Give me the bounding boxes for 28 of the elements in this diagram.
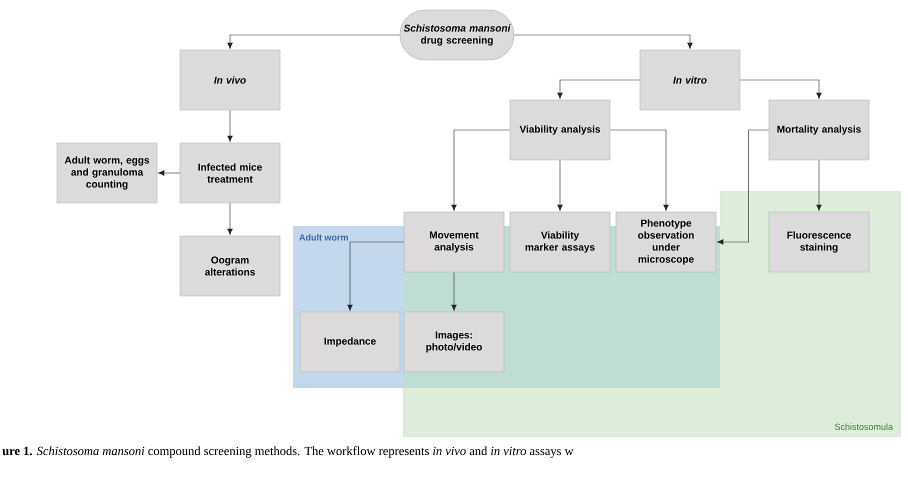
process-box: Infected mice treatment — [180, 142, 280, 204]
arrow — [816, 160, 822, 211]
process-box: Fluorescence staining — [768, 212, 870, 272]
arrow — [347, 242, 404, 311]
process-box: In vivo — [180, 50, 280, 110]
process-box: Impedance — [300, 312, 400, 372]
process-box: Movement analysis — [404, 212, 504, 272]
process-box: Adult worm, eggs and granuloma counting — [56, 142, 158, 204]
process-box: Viability marker assays — [510, 212, 610, 272]
arrow — [717, 130, 769, 245]
process-box: Mortality analysis — [768, 100, 870, 160]
start-terminal: Schistosoma mansoni drug screening — [400, 10, 514, 60]
arrow — [227, 203, 233, 235]
arrow — [451, 130, 510, 211]
arrow — [514, 34, 693, 49]
arrow — [451, 272, 457, 311]
arrow — [740, 80, 822, 99]
arrow — [158, 170, 180, 176]
process-box: Phenotype observation under microscope — [616, 212, 716, 272]
arrow — [227, 34, 400, 49]
arrow — [610, 130, 669, 211]
arrow — [557, 80, 640, 99]
figure-caption: ure 1. Schistosoma mansoni compound screening methods. The workflow represents in vivo and in vitro assays w — [2, 446, 574, 458]
process-box: Viability analysis — [510, 100, 610, 160]
process-box: Oogram alterations — [180, 236, 280, 296]
arrow — [227, 110, 233, 142]
arrow — [557, 160, 563, 211]
process-box: In vitro — [640, 50, 740, 110]
